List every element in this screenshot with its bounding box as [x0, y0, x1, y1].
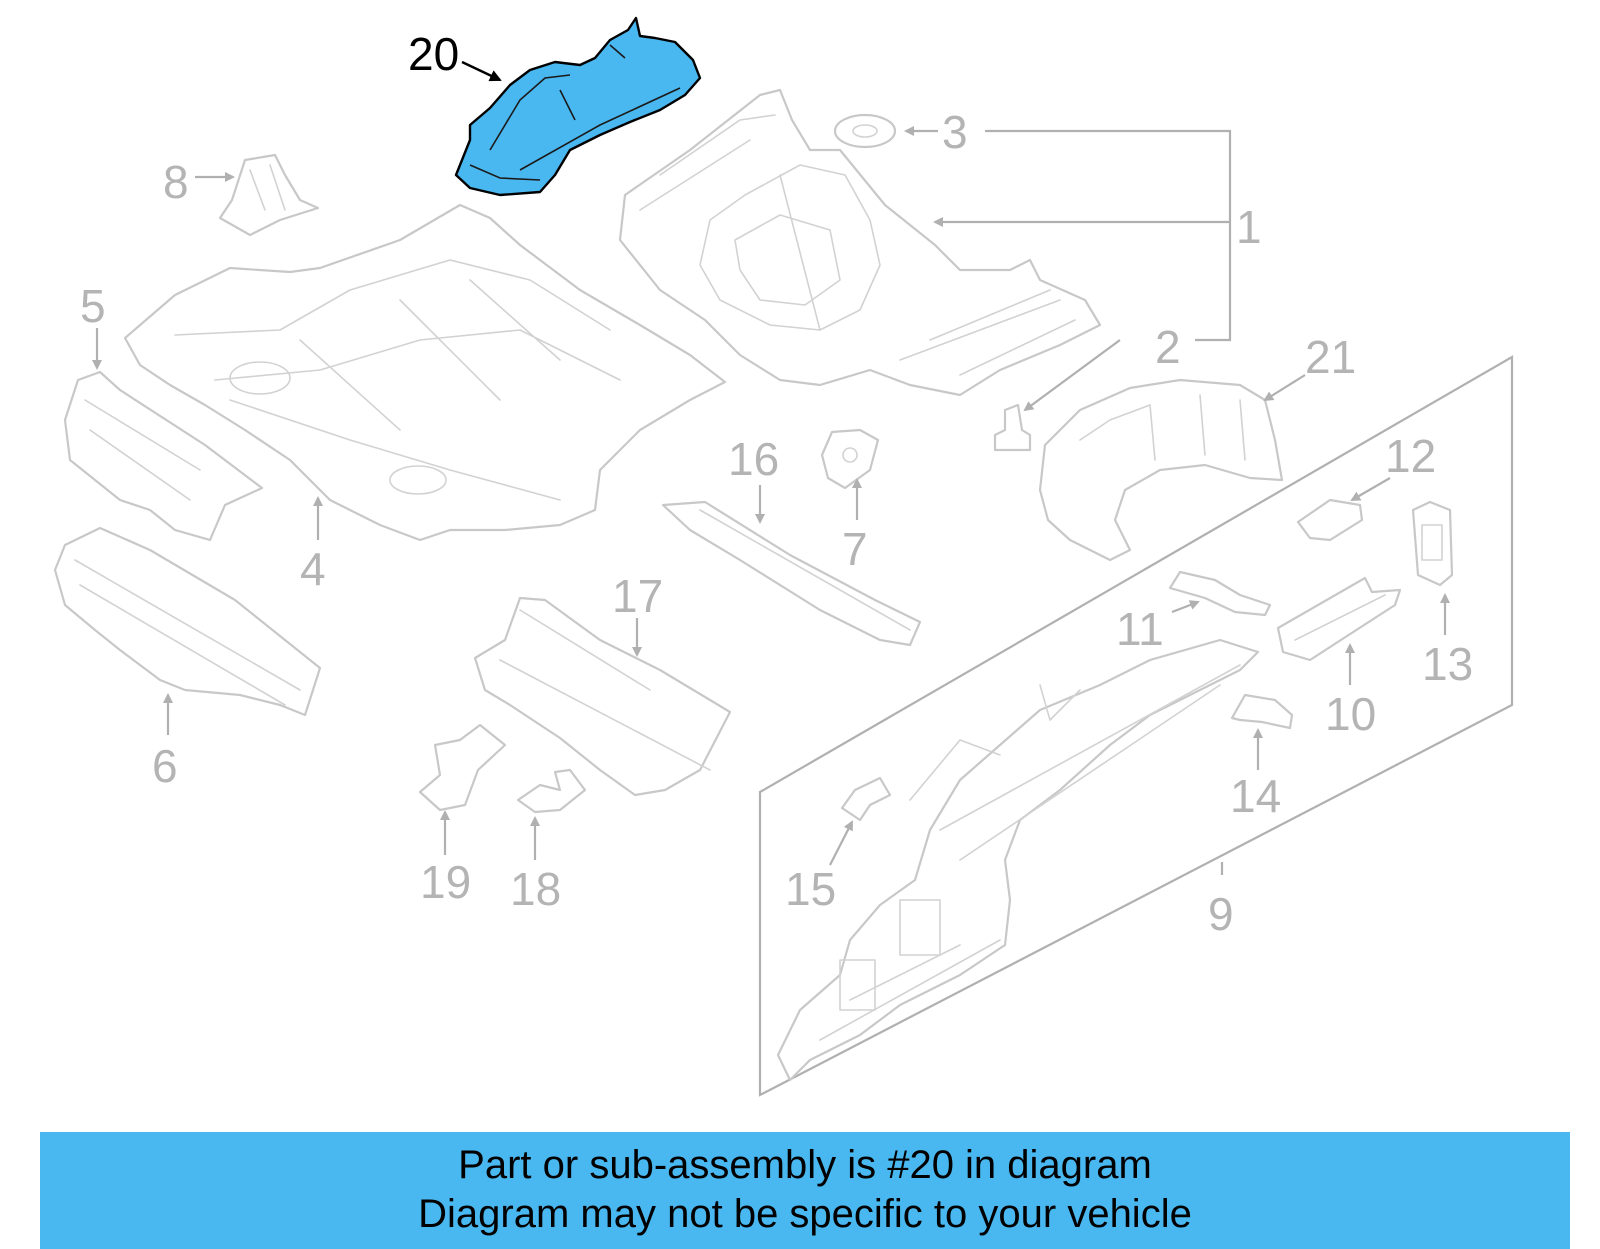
- part-12[interactable]: [1296, 498, 1364, 542]
- part-18[interactable]: [516, 768, 587, 814]
- part-16[interactable]: [661, 500, 922, 647]
- callout-10[interactable]: 10: [1325, 688, 1376, 740]
- callout-15-leader: [829, 820, 853, 866]
- callout-16[interactable]: 16: [728, 433, 779, 485]
- banner-line-1: Part or sub-assembly is #20 in diagram: [458, 1143, 1152, 1187]
- part-2[interactable]: [993, 403, 1032, 452]
- callout-21[interactable]: 21: [1305, 331, 1356, 383]
- callout-20[interactable]: 20: [408, 28, 459, 80]
- callout-6[interactable]: 6: [152, 740, 178, 792]
- callout-18[interactable]: 18: [510, 863, 561, 915]
- callout-9[interactable]: 9: [1208, 888, 1234, 940]
- part-20-highlighted[interactable]: [454, 16, 702, 197]
- callout-11[interactable]: 11: [1116, 603, 1164, 655]
- callout-4[interactable]: 4: [300, 543, 326, 595]
- callout-5[interactable]: 5: [80, 280, 106, 332]
- callout-3[interactable]: 3: [942, 106, 968, 158]
- part-17[interactable]: [473, 596, 732, 797]
- callout-15[interactable]: 15: [785, 863, 836, 915]
- part-9-panel-outline: [758, 355, 1514, 1097]
- part-21[interactable]: [1038, 378, 1284, 562]
- part-11[interactable]: [1168, 570, 1272, 617]
- callout-8[interactable]: 8: [163, 156, 189, 208]
- callout-7[interactable]: 7: [842, 523, 868, 575]
- callout-2-leader: [1023, 339, 1121, 412]
- callout-13[interactable]: 13: [1422, 638, 1473, 690]
- parts-diagram: 20 1 3 2 21 8 4: [53, 16, 1514, 1097]
- part-5[interactable]: [63, 370, 264, 542]
- part-13[interactable]: [1411, 500, 1454, 587]
- callout-14[interactable]: 14: [1230, 770, 1281, 822]
- callout-1[interactable]: 1: [1236, 201, 1262, 253]
- callout-1-bracket: [933, 129, 1232, 342]
- info-banner: Part or sub-assembly is #20 in diagram D…: [40, 1132, 1570, 1249]
- part-9[interactable]: [776, 638, 1260, 1082]
- part-10[interactable]: [1276, 576, 1402, 662]
- part-8[interactable]: [218, 153, 320, 237]
- part-3[interactable]: [833, 113, 897, 149]
- callout-19[interactable]: 19: [420, 856, 471, 908]
- part-6[interactable]: [53, 526, 322, 717]
- part-1[interactable]: [618, 88, 1102, 397]
- part-19[interactable]: [418, 723, 507, 812]
- callout-12-leader: [1350, 477, 1391, 502]
- callout-2[interactable]: 2: [1155, 321, 1181, 373]
- callout-20-leader: [461, 60, 502, 82]
- callout-12[interactable]: 12: [1385, 430, 1436, 482]
- part-4[interactable]: [123, 203, 727, 542]
- banner-line-2: Diagram may not be specific to your vehi…: [418, 1192, 1192, 1236]
- callout-17[interactable]: 17: [612, 570, 663, 622]
- part-15[interactable]: [840, 776, 892, 822]
- callout-21-leader: [1263, 374, 1306, 402]
- part-7[interactable]: [820, 428, 880, 490]
- part-14[interactable]: [1230, 693, 1294, 730]
- callout-11-leader: [1171, 600, 1200, 614]
